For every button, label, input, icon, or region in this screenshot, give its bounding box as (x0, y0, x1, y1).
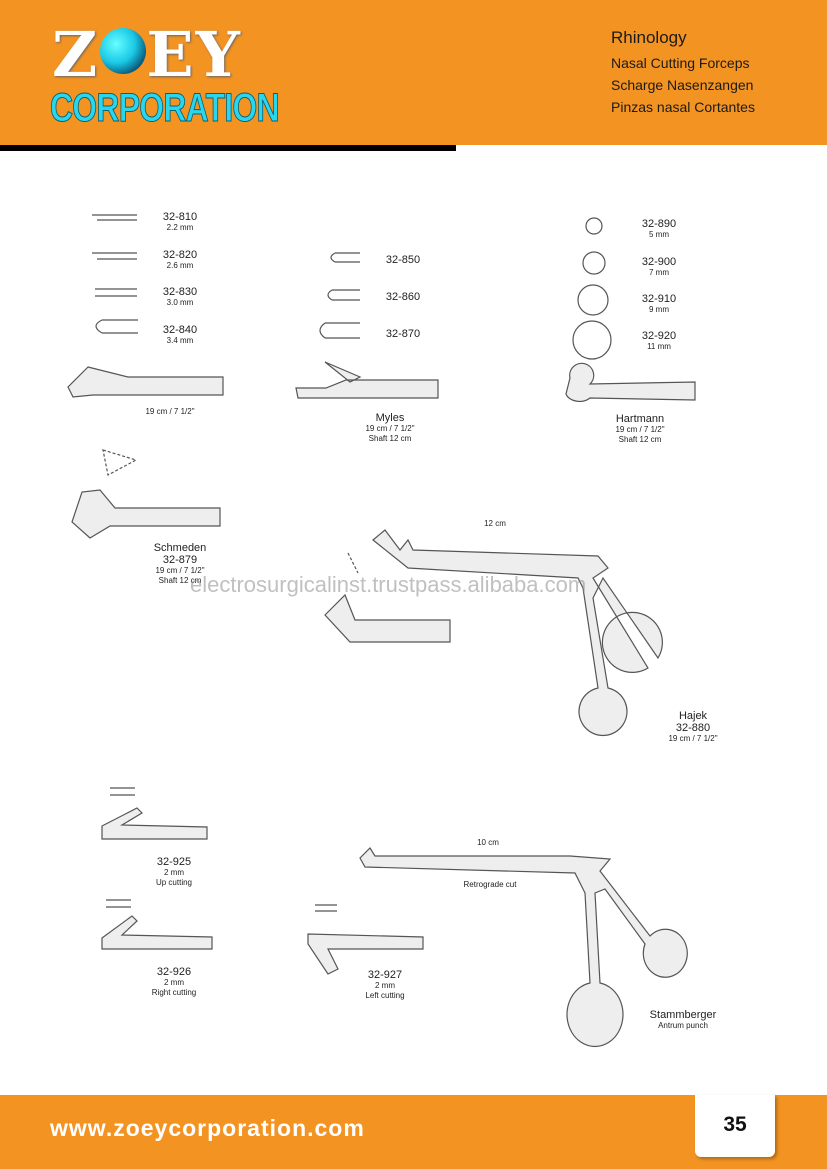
instrument-shaft: Shaft 12 cm (158, 576, 202, 585)
tip-icons-straight (92, 214, 138, 334)
item-size: 5 mm (649, 230, 669, 239)
instrument-length: 19 cm / 7 1/2" (365, 424, 415, 433)
instrument-name: Myles (375, 412, 405, 424)
item-code: 32-926 (156, 966, 192, 978)
straight-length: 19 cm / 7 1/2" (145, 407, 195, 416)
hajek-shaft-label: 12 cm (484, 519, 506, 528)
header-band (0, 0, 827, 145)
item-size: 7 mm (649, 268, 669, 277)
item-size: 2 mm (375, 981, 395, 990)
item-size: 2 mm (164, 868, 184, 877)
logo-corporation: CORPORATION (50, 86, 280, 131)
instrument-length: 19 cm / 7 1/2" (155, 566, 205, 575)
instrument-code: 32-880 (675, 722, 711, 734)
item-32-850: 32-850 (385, 254, 421, 266)
instrument-code: 32-879 (162, 554, 198, 566)
item-code: 32-820 (162, 249, 198, 261)
punch-left (307, 933, 424, 975)
item-32-870: 32-870 (385, 328, 421, 340)
title-es: Pinzas nasal Cortantes (611, 99, 755, 115)
punch-right (101, 915, 213, 950)
page-number: 35 (723, 1113, 747, 1136)
hajek-forceps (372, 529, 663, 736)
item-32-860: 32-860 (385, 291, 421, 303)
item-size: 3.4 mm (166, 336, 194, 345)
page-number-box: 35 (695, 1095, 775, 1157)
item-code: 32-900 (641, 256, 677, 268)
title-de: Scharge Nasenzangen (611, 77, 754, 93)
website-link[interactable]: www.zoeycorporation.com (50, 1115, 365, 1141)
item-code: 32-910 (641, 293, 677, 305)
instrument-name: Stammberger (649, 1009, 717, 1021)
item-note: Right cutting (151, 988, 197, 997)
instrument-shaft: Shaft 12 cm (368, 434, 412, 443)
instrument-name: Hajek (678, 710, 708, 722)
item-code: 32-890 (641, 218, 677, 230)
item-size: 2 mm (164, 978, 184, 987)
item-size: 2.6 mm (166, 261, 194, 270)
schmeden-forceps (71, 489, 221, 539)
footer-band (0, 1095, 827, 1169)
instrument-shaft: Shaft 12 cm (618, 435, 662, 444)
instrument-length: 19 cm / 7 1/2" (668, 734, 718, 743)
stammberger-cut-label: Retrograde cut (463, 880, 517, 889)
hartmann-forceps (565, 362, 696, 402)
item-size: 11 mm (647, 342, 671, 351)
page-heading: Rhinology Nasal Cutting Forceps Scharge … (611, 28, 755, 118)
item-note: Up cutting (155, 878, 193, 887)
item-size: 9 mm (649, 305, 669, 314)
instrument-length: 19 cm / 7 1/2" (615, 425, 665, 434)
header-divider (0, 145, 456, 151)
item-code: 32-925 (156, 856, 192, 868)
item-code: 32-920 (641, 330, 677, 342)
watermark: electrosurgicalinst.trustpass.alibaba.co… (190, 572, 587, 597)
item-size: 3.0 mm (166, 298, 194, 307)
instrument-name: Schmeden (153, 542, 207, 554)
item-code: 32-927 (367, 969, 403, 981)
item-code: 32-840 (162, 324, 198, 336)
item-code: 32-830 (162, 286, 198, 298)
myles-forceps (295, 361, 439, 399)
instrument-name: Hartmann (615, 413, 665, 425)
straight-forceps (67, 366, 224, 398)
stammberger-shaft-label: 10 cm (477, 838, 499, 847)
instrument-subtitle: Antrum punch (658, 1021, 708, 1030)
title-en: Nasal Cutting Forceps (611, 55, 750, 71)
category-title: Rhinology (611, 28, 687, 47)
logo-globe-icon (100, 28, 146, 74)
stammberger-punch (359, 847, 688, 1048)
logo-zoey: Z EY (52, 18, 242, 91)
item-code: 32-810 (162, 211, 198, 223)
item-size: 2.2 mm (166, 223, 194, 232)
company-logo: Z EY CORPORATION (48, 18, 280, 131)
punch-up (101, 807, 208, 840)
item-note: Left cutting (365, 991, 405, 1000)
